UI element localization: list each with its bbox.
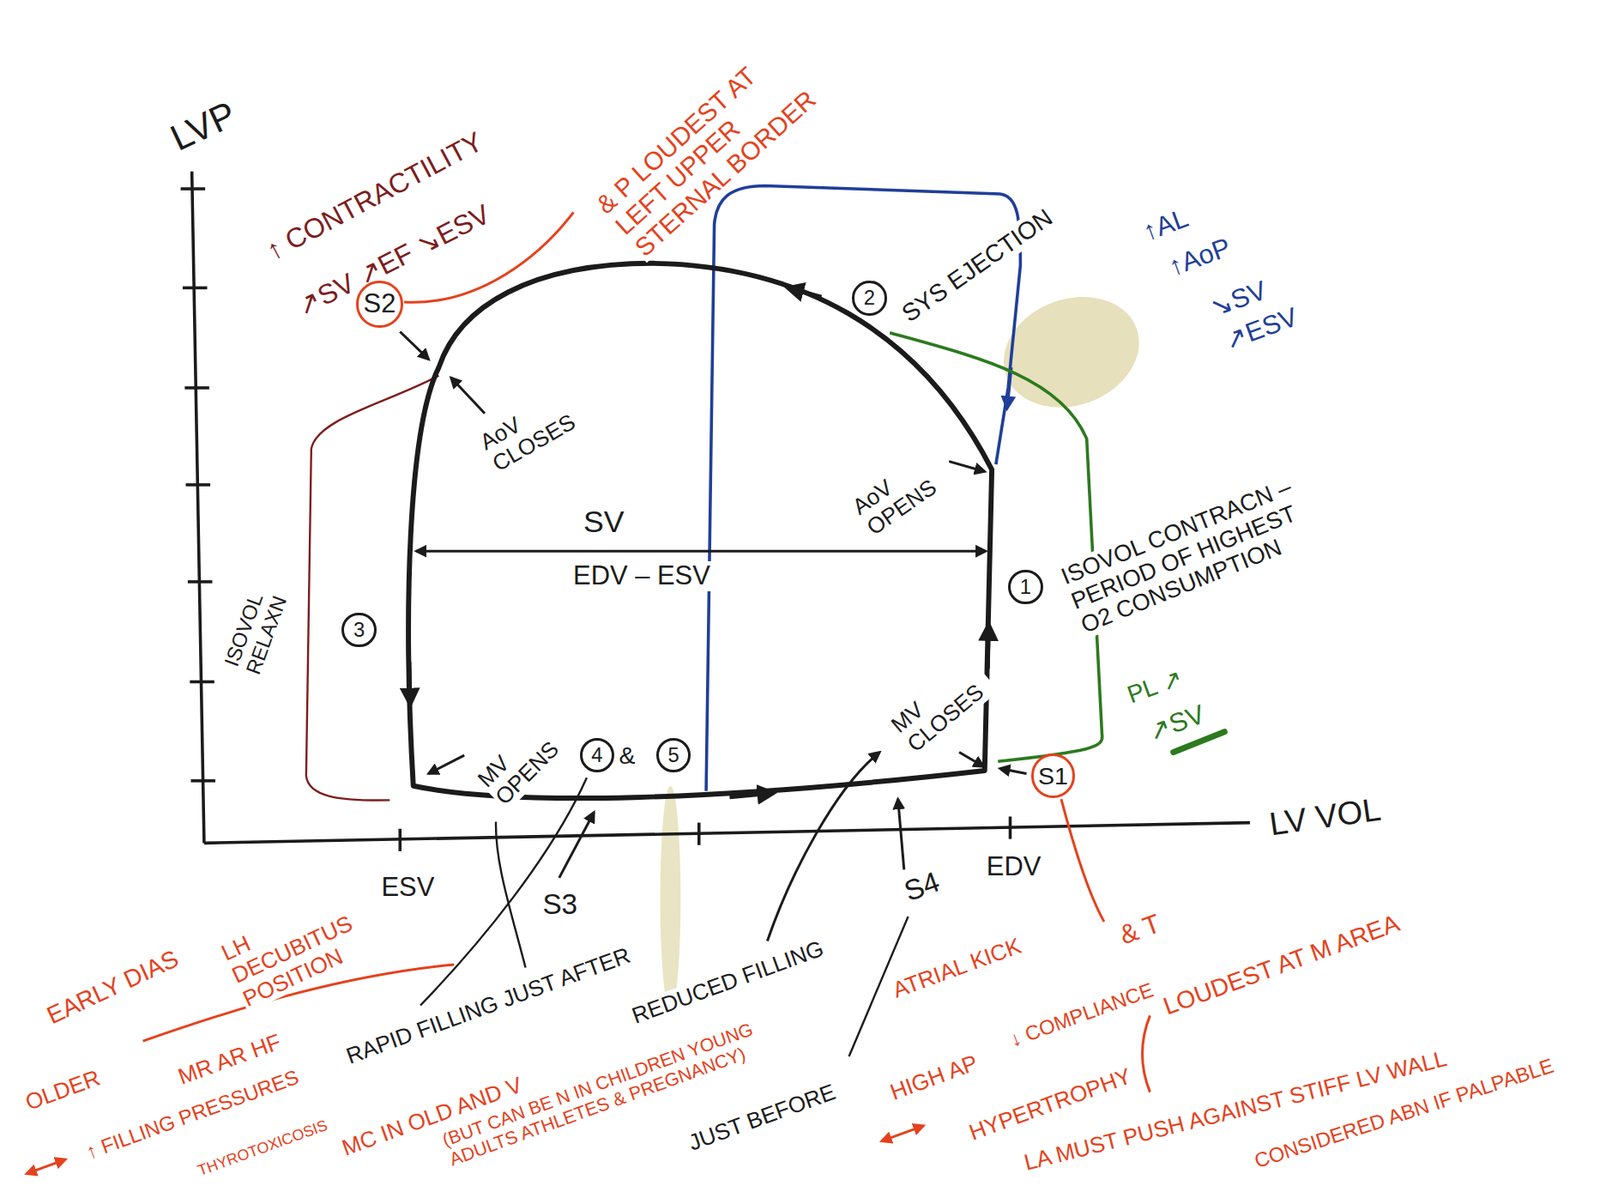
marker-text: 5 (667, 744, 679, 766)
axis-ticks (181, 188, 1011, 852)
circled-marker: S1 (1031, 753, 1076, 798)
axis-tick (189, 680, 215, 684)
bracket (1142, 1014, 1151, 1092)
pointer-arrows (399, 332, 1027, 942)
annotation-label: EDV (984, 851, 1044, 882)
annotation-label: PL ↗ (1122, 663, 1189, 710)
annotation-label: OLDER (20, 1063, 105, 1116)
circled-marker: 3 (341, 612, 376, 647)
afterload-arrow (1007, 367, 1012, 409)
double-arrow (26, 1159, 66, 1174)
annotation-label: ↗SV (1142, 698, 1211, 748)
axis-tick (182, 286, 208, 290)
annotation-label: ↓ COMPLIANCE (1005, 978, 1159, 1052)
annotation-label: LH DECUBITUS POSITION (216, 881, 381, 1013)
pointer-arrow (959, 752, 985, 767)
annotation-label: MV OPENS (471, 707, 575, 811)
circled-marker: 5 (656, 737, 691, 773)
axis-tick (190, 778, 216, 783)
loop-direction-arrow (409, 661, 411, 705)
annotation-label: LVP (163, 92, 244, 160)
annotation-label: AoV CLOSES (474, 380, 592, 477)
circled-marker: 2 (851, 280, 887, 315)
annotation-label: LV VOL (1265, 790, 1385, 843)
annotation-label: RAPID FILLING JUST AFTER (341, 941, 635, 1070)
annotation-label: AoV OPENS (846, 439, 962, 542)
pointer-arrow (451, 377, 485, 414)
loop-direction-arrow (729, 792, 773, 797)
axis-tick (181, 187, 206, 191)
marker-text: 2 (863, 287, 876, 308)
annotation-label: & (617, 742, 638, 770)
annotation-label: JUST BEFORE (683, 1078, 841, 1156)
stroke-volume-arrow (416, 549, 986, 553)
annotation-label: S4 (898, 864, 946, 908)
loop-direction-arrow (787, 287, 822, 297)
pointer-arrow (898, 798, 905, 870)
leader-line (495, 821, 526, 967)
annotation-label: ESV (379, 872, 436, 903)
annotation-label: ISOVOL CONTRACN – PERIOD OF HIGHEST O2 C… (1056, 469, 1326, 640)
pointer-arrow (766, 752, 880, 942)
double-arrow (881, 1125, 924, 1142)
axis-tick (398, 828, 402, 852)
marker-text: S2 (363, 290, 397, 318)
circled-marker: 4 (579, 737, 615, 773)
axis-tick (184, 386, 210, 390)
annotation-label: EDV – ESV (571, 561, 713, 592)
orange-marks (26, 211, 1150, 1173)
smudge (660, 785, 682, 1011)
annotation-label: EARLY DIAS (41, 943, 185, 1031)
pointer-arrow (1000, 768, 1027, 774)
annotation-label: THYROTOXICOSIS (193, 1115, 332, 1180)
axis-tick (187, 579, 213, 584)
pointer-arrow (428, 754, 465, 773)
loop-direction-arrow (987, 624, 989, 669)
annotation-label: ISOVOL RELAXN (219, 578, 294, 679)
circled-marker: 1 (1008, 569, 1043, 604)
marker-text: 3 (353, 619, 365, 640)
annotation-label: REDUCED FILLING (627, 935, 829, 1029)
marker-text: 4 (591, 744, 603, 766)
annotation-label: ↑AL (1137, 202, 1195, 248)
annotation-label: LOUDEST AT M AREA (1158, 908, 1405, 1021)
marker-text: 1 (1020, 576, 1032, 598)
axis-tick (1008, 815, 1013, 839)
x-axis (204, 822, 1250, 844)
annotation-label: MV CLOSES (885, 652, 999, 759)
annotation-label: & P LOUDEST AT LEFT UPPER STERNAL BORDER (589, 39, 824, 263)
annotation-label: SYS EJECTION (895, 202, 1059, 329)
annotation-label: HIGH AP (885, 1049, 983, 1105)
pointer-arrow (399, 332, 429, 360)
circled-marker: S2 (356, 280, 403, 327)
annotation-label: ATRIAL KICK (887, 932, 1027, 1004)
annotation-label: & T (1114, 908, 1166, 952)
marker-text: S1 (1038, 763, 1069, 789)
axis-tick (186, 483, 212, 487)
annotation-label: SV (581, 505, 627, 540)
y-axis (192, 171, 205, 844)
axis-tick (697, 822, 701, 846)
annotation-label: S3 (540, 887, 580, 920)
annotation-label: ↑AoP (1163, 232, 1237, 284)
leader-line (1061, 798, 1105, 922)
